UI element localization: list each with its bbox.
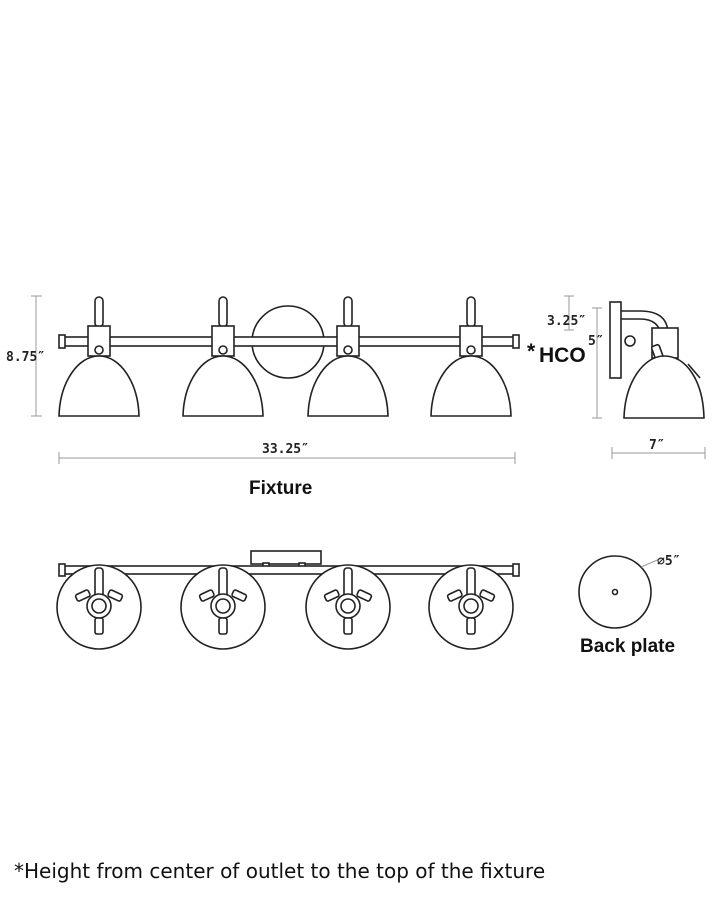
backplate-view: ⌀5″ Back plate xyxy=(578,554,680,657)
side-view: 3.25″ 5″ * HCO 7″ xyxy=(527,295,706,459)
front-bar-endcap-right xyxy=(512,334,520,349)
backplate-label: Back plate xyxy=(580,636,675,657)
hco-star: * xyxy=(527,340,536,363)
top-lamp-2 xyxy=(180,564,266,650)
front-crossbar xyxy=(62,336,516,347)
top-lamp-3 xyxy=(305,564,391,650)
side-shade xyxy=(623,355,705,419)
front-lamp-3 xyxy=(307,296,389,417)
side-wall-plate xyxy=(609,301,622,379)
width-dim-label: 33.25″ xyxy=(262,442,309,457)
side-hco-dimension xyxy=(592,307,602,419)
backplate-dim-label: ⌀5″ xyxy=(657,554,680,569)
top-lamp-1 xyxy=(56,564,142,650)
top-lamp-4 xyxy=(428,564,514,650)
front-lamp-4 xyxy=(430,296,512,417)
side-top-dim-label: 3.25″ xyxy=(547,314,586,329)
front-bar-endcap-left xyxy=(58,334,66,349)
height-dimension xyxy=(31,295,42,417)
fixture-label: Fixture xyxy=(249,478,312,499)
side-depth-dim-label: 7″ xyxy=(649,438,665,453)
side-top-dimension xyxy=(564,295,574,331)
side-hco-dim-label: 5″ xyxy=(588,334,604,349)
width-dimension xyxy=(58,452,516,464)
hco-label: HCO xyxy=(539,344,586,367)
height-dim-label: 8.75″ xyxy=(6,350,45,365)
top-backplate xyxy=(250,550,322,565)
front-lamp-1 xyxy=(58,296,140,417)
side-depth-dimension xyxy=(611,447,706,459)
footnote: *Height from center of outlet to the top… xyxy=(14,859,545,883)
front-lamp-2 xyxy=(182,296,264,417)
front-view: 8.75″ 33.25″ Fixture xyxy=(6,295,520,499)
top-view xyxy=(56,550,520,650)
